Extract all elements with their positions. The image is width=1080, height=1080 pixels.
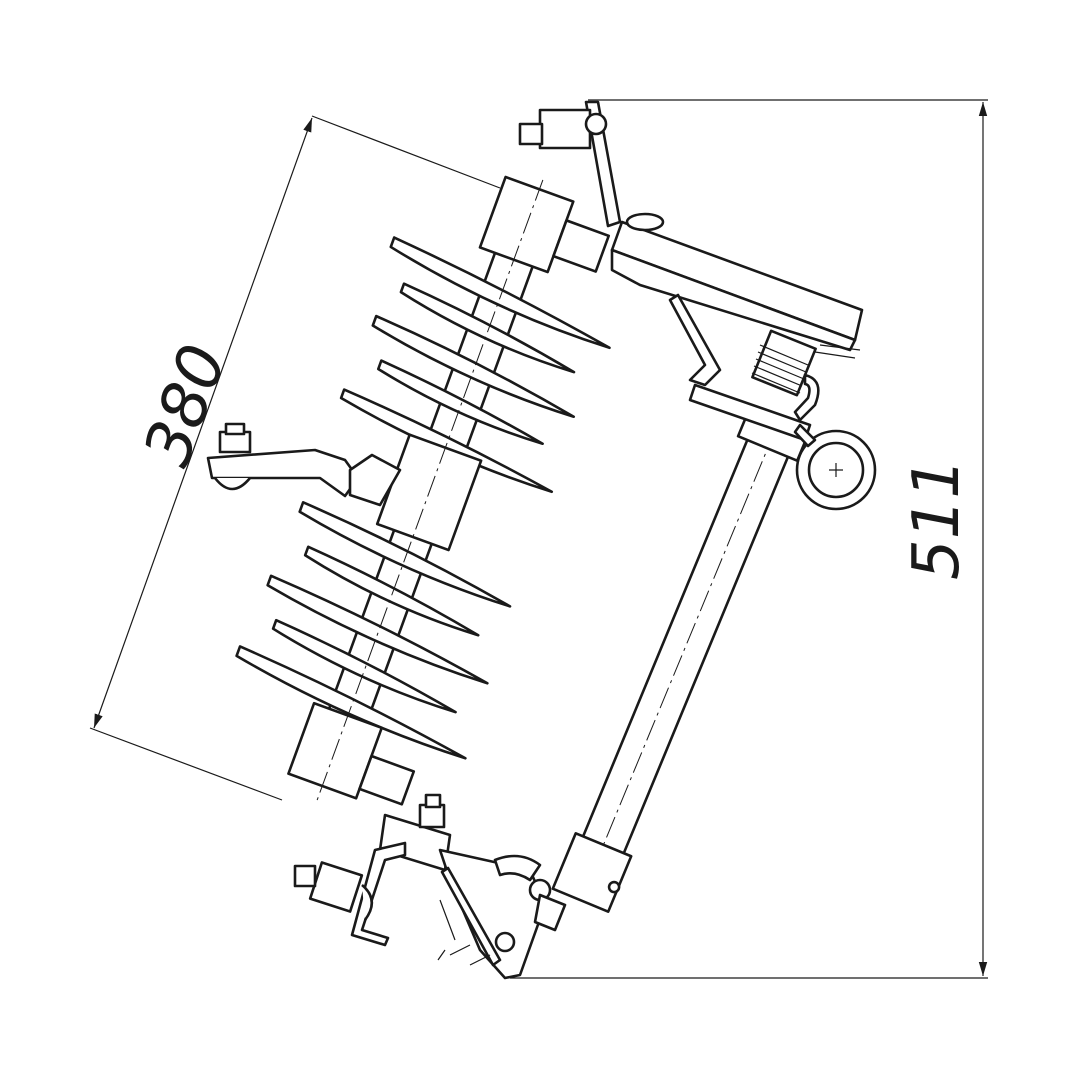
length-label: 380 (130, 335, 241, 475)
dimension-line-length (93, 117, 313, 729)
insulator (235, 175, 611, 806)
mounting-bracket (206, 422, 402, 507)
top-contact-assembly (518, 100, 864, 442)
height-dimension: 511 (510, 99, 988, 979)
extension-line-upper (311, 115, 501, 189)
height-label: 511 (900, 458, 974, 580)
fuse-tube (551, 410, 809, 913)
pull-ring (793, 423, 877, 511)
bottom-contact-assembly (293, 793, 567, 980)
extension-line-lower (89, 727, 283, 801)
